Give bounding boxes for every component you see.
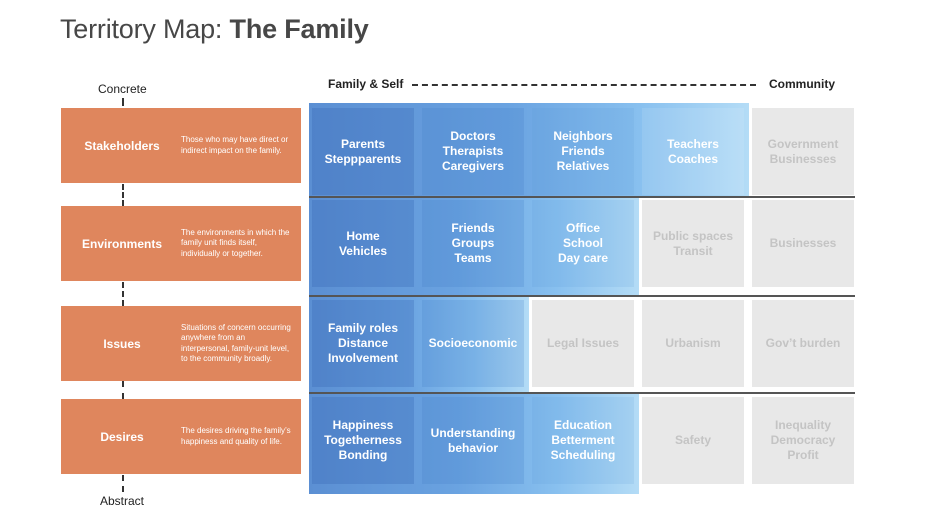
cell-text-line: Gov’t burden: [765, 336, 841, 350]
cell-text-line: Therapists: [442, 144, 504, 158]
cell-text-line: Caregivers: [441, 159, 505, 173]
cell-text-line: Socioeconomic: [428, 336, 518, 350]
connector-top: [122, 98, 124, 106]
cell-text-line: Betterment: [551, 433, 615, 447]
cell-text-line: Groups: [451, 236, 495, 250]
row-name: Issues: [103, 336, 141, 351]
cell-text-line: Togetherness: [324, 433, 402, 447]
territory-region-row-2: [309, 196, 639, 295]
cell-text-line: Friends: [451, 221, 495, 235]
cell-text-line: Neighbors: [553, 129, 613, 143]
row-label-issues: Issues Situations of concern occurring an…: [61, 306, 301, 381]
cell-text-line: Safety: [674, 433, 712, 447]
row-description: The environments in which the family uni…: [181, 227, 290, 258]
cell-text-line: Family roles: [327, 321, 399, 335]
row-description: Situations of concern occurring anywhere…: [181, 322, 291, 364]
scale-dashed-line: [412, 84, 756, 86]
row-separator-3: [309, 392, 855, 394]
cell-text-line: Parents: [340, 136, 386, 151]
row-description: Those who may have direct or indirect im…: [181, 135, 289, 155]
cell-text-line: Coaches: [667, 151, 719, 166]
cell-text-line: Doctors: [450, 129, 496, 143]
connector-3: [122, 381, 124, 399]
cell-text-line: behavior: [447, 440, 498, 455]
row-name: Stakeholders: [84, 138, 160, 153]
territory-region-row-4: [309, 393, 639, 494]
cell-text-line: Distance: [337, 336, 389, 350]
cell-text-line: Education: [553, 418, 612, 432]
cell-text-line: Democracy: [770, 433, 836, 447]
connector-2: [122, 282, 124, 306]
cell-text-line: Teachers: [667, 136, 719, 151]
row-label-environments: Environments The environments in which th…: [61, 206, 301, 281]
cell-text-line: Vehicles: [338, 243, 388, 258]
row-name: Desires: [100, 429, 144, 444]
cell-text-line: Bonding: [338, 448, 388, 462]
territory-cell: Businesses: [752, 200, 854, 287]
cell-text-line: Public spaces: [652, 228, 734, 243]
community-label: Community: [769, 77, 835, 91]
row-description: The desires driving the family’s happine…: [181, 426, 291, 446]
cell-text-line: Happiness: [332, 418, 394, 432]
cell-text-line: Steppparents: [324, 151, 402, 166]
cell-text-line: Friends: [561, 144, 605, 158]
cell-text-line: Transit: [673, 243, 713, 258]
family-self-label: Family & Self: [328, 77, 404, 91]
cell-text-line: Involvement: [327, 351, 399, 365]
title-emphasis: The Family: [229, 14, 369, 44]
title-prefix: Territory Map:: [60, 14, 230, 44]
territory-cell: Legal Issues: [532, 300, 634, 387]
abstract-label: Abstract: [100, 494, 145, 508]
cell-text-line: Home: [346, 228, 380, 243]
row-separator-1: [309, 196, 855, 198]
cell-text-line: Businesses: [769, 236, 837, 250]
cell-text-line: Inequality: [774, 418, 831, 432]
cell-text-line: Relatives: [556, 159, 610, 173]
territory-region-row-1: [309, 103, 749, 196]
row-separator-2: [309, 295, 855, 297]
connector-bottom: [122, 475, 124, 492]
cell-text-line: Urbanism: [665, 336, 721, 350]
cell-text-line: Scheduling: [550, 448, 616, 462]
row-label-desires: Desires The desires driving the family’s …: [61, 399, 301, 474]
cell-text-line: Day care: [557, 251, 609, 265]
page-title: Territory Map: The Family: [60, 14, 369, 45]
territory-cell: Socioeconomic: [422, 300, 524, 387]
territory-cell: Urbanism: [642, 300, 744, 387]
cell-text-line: Understanding: [430, 425, 516, 440]
row-name: Environments: [81, 236, 162, 251]
concrete-label: Concrete: [98, 82, 147, 96]
row-label-stakeholders: Stakeholders Those who may have direct or…: [61, 108, 301, 183]
cell-text-line: Teams: [454, 251, 492, 265]
cell-text-line: Businesses: [769, 151, 837, 166]
cell-text-line: School: [562, 236, 603, 250]
cell-text-line: Profit: [787, 448, 819, 462]
cell-text-line: Office: [565, 221, 600, 235]
cell-text-line: Government: [767, 136, 839, 151]
cell-text-line: Legal Issues: [546, 336, 620, 350]
territory-region-row-3: [309, 295, 529, 393]
connector-1: [122, 184, 124, 206]
territory-cell: Safety: [642, 397, 744, 484]
territory-cell: Gov’t burden: [752, 300, 854, 387]
